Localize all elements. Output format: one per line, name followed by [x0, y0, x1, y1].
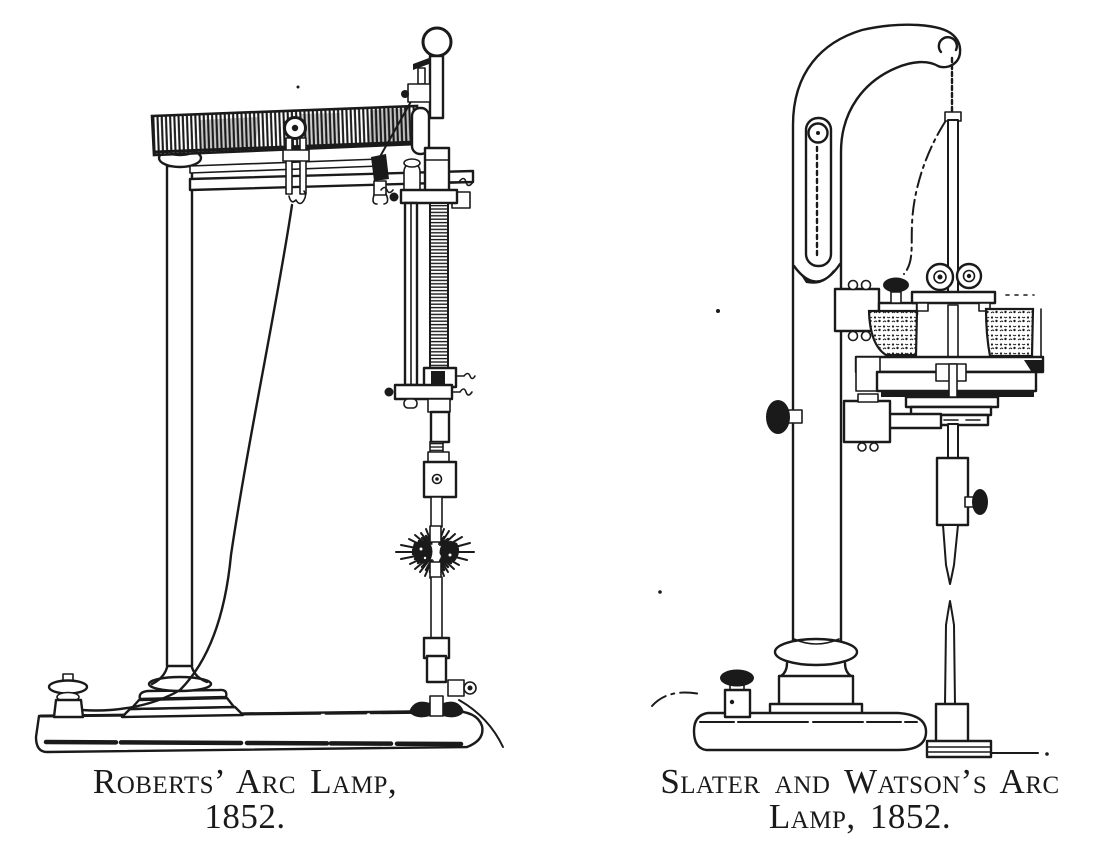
terminal-binding-post	[720, 669, 754, 719]
connecting-wire	[80, 203, 294, 712]
lower-column-clamp	[766, 393, 943, 452]
frame-post	[157, 137, 203, 668]
caption-roberts: Roberts’ Arc Lamp, 1852.	[20, 764, 470, 834]
print-speck	[296, 85, 300, 89]
caption-line-1: Roberts’ Arc Lamp,	[92, 762, 398, 801]
post-pedestal	[120, 658, 245, 719]
figure-slater-watson-arc-lamp: Slater and Watson’s Arc Lamp, 1852.	[635, 0, 1110, 852]
adjusting-knob	[883, 277, 909, 304]
caption-slater-watson: Slater and Watson’s Arc Lamp, 1852.	[620, 764, 1100, 834]
lead-wire-dashed	[651, 691, 701, 707]
pulley-plate	[910, 262, 997, 312]
pivot-hanger	[282, 137, 310, 205]
upper-carbon-holder	[935, 456, 988, 585]
flexible-conductor-dashed	[903, 121, 946, 275]
roberts-arc-lamp-drawing	[34, 26, 504, 754]
regulator-rod-assembly	[380, 26, 476, 528]
print-specks	[658, 294, 1035, 594]
terminal-binding-post	[47, 673, 89, 719]
lamp-base	[34, 709, 484, 754]
lower-rod-and-foot	[409, 576, 504, 748]
caption-line-2: 1852.	[204, 797, 286, 836]
column-and-gooseneck	[791, 23, 962, 645]
lower-carbon-stand	[925, 600, 1049, 759]
caption-line-1: Slater and Watson’s Arc	[660, 762, 1060, 801]
caption-line-2: Lamp, 1852.	[768, 797, 952, 836]
column-base	[768, 637, 864, 718]
slater-watson-arc-lamp-drawing	[651, 23, 1049, 759]
arc-light-starburst	[395, 525, 475, 579]
pivot-wheel	[283, 116, 307, 140]
lamp-base	[692, 711, 928, 752]
suspension-chain-and-rod	[944, 56, 962, 293]
